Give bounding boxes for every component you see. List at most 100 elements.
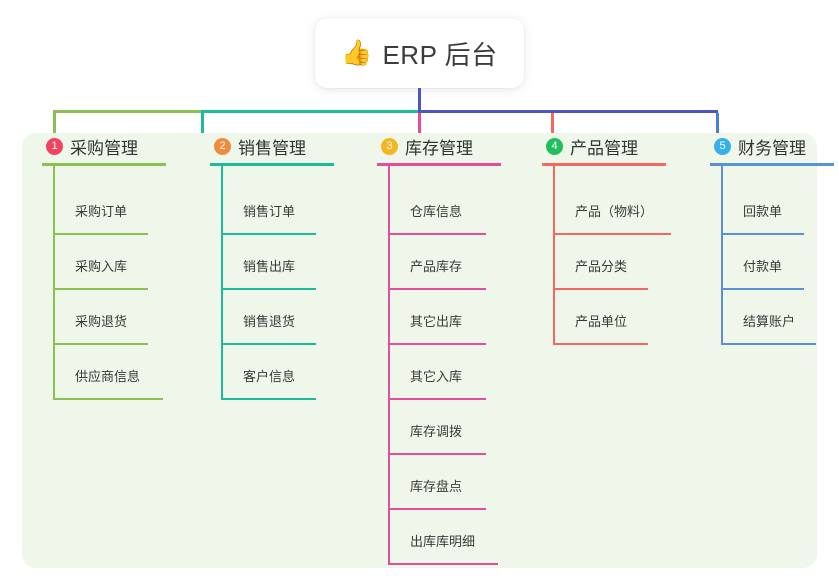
leaf-underline	[221, 233, 316, 235]
branch-drop-5	[716, 113, 719, 137]
root-stem-connector	[418, 88, 421, 111]
leaf-label: 其它入库	[410, 369, 463, 384]
branch-column-5: 5 财务管理回款单付款单结算账户	[710, 133, 834, 345]
leaf-underline	[721, 288, 804, 290]
leaf-item[interactable]: 产品单位	[553, 305, 658, 345]
branch-drop-3	[418, 113, 421, 137]
leaf-label: 产品单位	[575, 314, 628, 329]
branch-badge-4: 4	[546, 137, 563, 155]
branch-spine-3	[388, 166, 390, 565]
leaf-underline	[721, 343, 816, 345]
thumbs-up-icon: 👍	[341, 38, 373, 67]
leaf-label: 结算账户	[743, 314, 796, 329]
leaf-label: 客户信息	[243, 369, 296, 384]
branch-badge-2: 2	[214, 137, 231, 155]
branch-drop-1	[53, 113, 56, 137]
branch-underline-1	[42, 163, 166, 166]
branch-spine-5	[721, 166, 723, 345]
leaf-underline	[388, 453, 486, 455]
leaf-underline	[388, 288, 486, 290]
branch-underline-5	[710, 163, 834, 166]
leaf-label: 产品分类	[575, 259, 628, 274]
bus-segment-3	[418, 110, 718, 113]
branch-badge-1: 1	[46, 137, 63, 155]
leaf-item[interactable]: 客户信息	[221, 360, 326, 400]
leaf-label: 产品（物料）	[575, 204, 654, 219]
bus-segment-2	[201, 110, 418, 113]
leaf-underline	[388, 398, 486, 400]
leaf-item[interactable]: 出库库明细	[388, 525, 508, 565]
leaf-underline	[553, 233, 671, 235]
leaf-item[interactable]: 采购订单	[53, 195, 158, 235]
branch-badge-5: 5	[714, 137, 731, 155]
branch-column-2: 2 销售管理销售订单销售出库销售退货客户信息	[210, 133, 334, 400]
leaf-item[interactable]: 产品（物料）	[553, 195, 681, 235]
leaf-item[interactable]: 其它出库	[388, 305, 496, 345]
branch-underline-3	[377, 163, 501, 166]
leaf-item[interactable]: 采购入库	[53, 250, 158, 290]
branch-column-4: 4 产品管理产品（物料） 产品分类产品单位	[542, 133, 671, 345]
branch-title-1: 采购管理	[70, 138, 138, 158]
branch-header-4[interactable]: 4 产品管理	[542, 133, 666, 159]
leaf-underline	[53, 233, 148, 235]
branch-badge-3: 3	[381, 137, 398, 155]
branch-underline-2	[210, 163, 334, 166]
leaf-underline	[388, 508, 486, 510]
branch-drop-2	[201, 113, 204, 137]
leaf-label: 仓库信息	[410, 204, 463, 219]
leaf-item[interactable]: 仓库信息	[388, 195, 496, 235]
leaf-label: 库存调拨	[410, 424, 463, 439]
leaf-label: 供应商信息	[75, 369, 141, 384]
leaf-underline	[388, 563, 498, 565]
leaf-label: 回款单	[743, 204, 783, 219]
branch-title-2: 销售管理	[238, 138, 306, 158]
leaf-item[interactable]: 供应商信息	[53, 360, 173, 400]
leaf-underline	[553, 288, 648, 290]
leaf-item[interactable]: 付款单	[721, 250, 814, 290]
branch-column-1: 1 采购管理采购订单采购入库采购退货供应商信息	[42, 133, 166, 400]
branch-spine-2	[221, 166, 223, 400]
leaf-item[interactable]: 产品库存	[388, 250, 496, 290]
leaf-label: 其它出库	[410, 314, 463, 329]
leaf-item[interactable]: 销售退货	[221, 305, 326, 345]
leaf-item[interactable]: 结算账户	[721, 305, 826, 345]
leaf-underline	[221, 288, 316, 290]
leaf-item[interactable]: 采购退货	[53, 305, 158, 345]
leaf-label: 采购入库	[75, 259, 128, 274]
leaf-label: 销售订单	[243, 204, 296, 219]
leaf-item[interactable]: 库存盘点	[388, 470, 496, 510]
leaf-label: 采购订单	[75, 204, 128, 219]
bus-segment-1	[53, 110, 201, 113]
leaf-underline	[53, 398, 163, 400]
leaf-label: 库存盘点	[410, 479, 463, 494]
leaf-underline	[388, 343, 486, 345]
branch-header-2[interactable]: 2 销售管理	[210, 133, 334, 159]
branch-spine-4	[553, 166, 555, 345]
leaf-underline	[53, 288, 148, 290]
branch-title-4: 产品管理	[570, 138, 638, 158]
branch-header-1[interactable]: 1 采购管理	[42, 133, 166, 159]
branch-drop-4	[551, 113, 554, 137]
leaf-item[interactable]: 回款单	[721, 195, 814, 235]
branch-title-5: 财务管理	[738, 138, 806, 158]
leaf-underline	[553, 343, 648, 345]
leaf-item[interactable]: 其它入库	[388, 360, 496, 400]
branch-spine-1	[53, 166, 55, 400]
leaf-label: 付款单	[743, 259, 783, 274]
leaf-label: 产品库存	[410, 259, 463, 274]
leaf-item[interactable]: 销售订单	[221, 195, 326, 235]
leaf-item[interactable]: 库存调拨	[388, 415, 496, 455]
leaf-item[interactable]: 销售出库	[221, 250, 326, 290]
leaf-underline	[221, 398, 316, 400]
leaf-underline	[221, 343, 316, 345]
root-node[interactable]: 👍 ERP 后台	[315, 18, 524, 88]
leaf-label: 采购退货	[75, 314, 128, 329]
leaf-underline	[388, 233, 486, 235]
leaf-label: 出库库明细	[410, 534, 476, 549]
branch-header-5[interactable]: 5 财务管理	[710, 133, 834, 159]
leaf-label: 销售退货	[243, 314, 296, 329]
leaf-item[interactable]: 产品分类	[553, 250, 658, 290]
